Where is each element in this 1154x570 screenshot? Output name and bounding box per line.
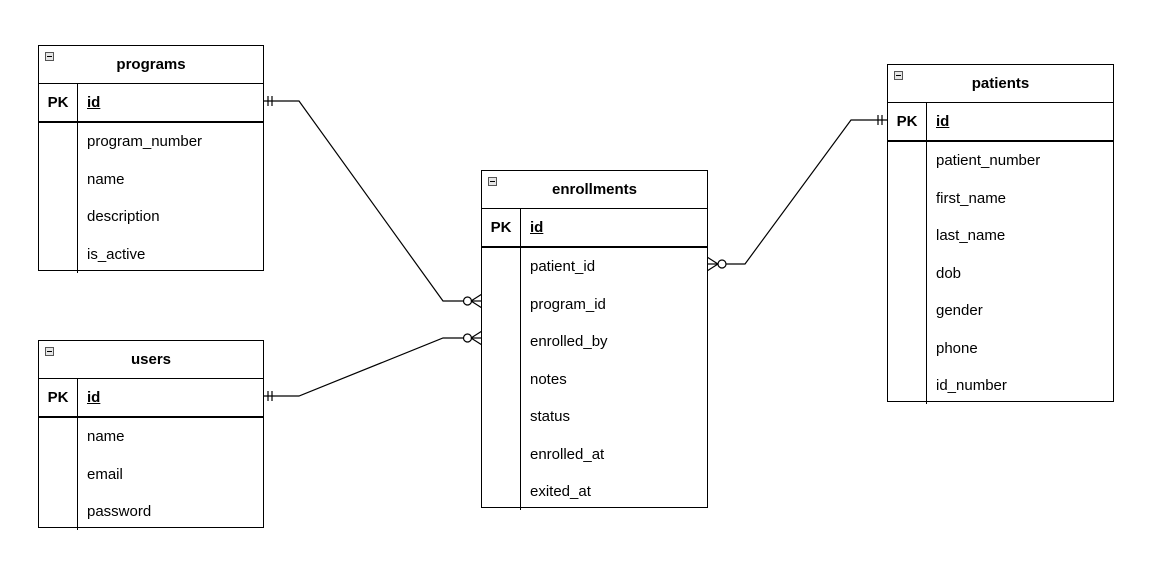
field-row: program_id [530, 295, 606, 313]
field-row: password [87, 503, 152, 520]
column-divider [77, 84, 78, 121]
field-row: name [87, 428, 125, 445]
column-divider [520, 209, 521, 246]
field-row: email [87, 465, 123, 483]
entity-users[interactable]: users PK id name email password [38, 340, 264, 530]
column-divider [77, 123, 78, 273]
field-row: notes [530, 370, 567, 388]
field-row: name [87, 170, 125, 188]
column-divider [926, 103, 927, 140]
column-divider [77, 418, 78, 530]
field-list: program_number name description is_activ… [39, 123, 263, 273]
entity-header: enrollments [482, 171, 707, 209]
pk-label: PK [490, 219, 512, 236]
entity-patients[interactable]: patients PK id patient_number first_name… [887, 64, 1114, 404]
field-list: patient_id program_id enrolled_by notes … [482, 248, 707, 510]
entity-title: programs [116, 56, 186, 73]
collapse-icon[interactable] [45, 52, 54, 61]
field-row: patient_number [936, 152, 1041, 169]
entity-programs[interactable]: programs PK id program_number name descr… [38, 45, 264, 273]
pk-row: PK id [888, 103, 1113, 142]
entity-enrollments[interactable]: enrollments PK id patient_id program_id … [481, 170, 708, 510]
pk-row: PK id [482, 209, 707, 248]
entity-title: patients [971, 75, 1030, 92]
relationship-programs-enrollments[interactable] [263, 96, 483, 309]
pk-field: id [87, 94, 101, 111]
field-row: description [87, 208, 160, 225]
field-row: last_name [936, 227, 1006, 244]
pk-row: PK id [39, 84, 263, 123]
entity-title: users [130, 351, 172, 368]
field-row: status [530, 408, 571, 425]
relationship-users-enrollments[interactable] [263, 330, 483, 401]
pk-field: id [87, 389, 101, 406]
pk-label: PK [47, 94, 69, 111]
field-row: program_number [87, 133, 203, 150]
field-row: is_active [87, 245, 146, 263]
entity-title: enrollments [551, 181, 638, 198]
collapse-icon[interactable] [894, 71, 903, 80]
field-list: patient_number first_name last_name dob … [888, 142, 1113, 404]
entity-header: users [39, 341, 263, 379]
column-divider [77, 379, 78, 416]
field-list: name email password [39, 418, 263, 530]
pk-label: PK [47, 389, 69, 406]
field-row: id_number [936, 377, 1007, 394]
entity-header: programs [39, 46, 263, 84]
field-row: enrolled_at [530, 445, 605, 463]
pk-row: PK id [39, 379, 263, 418]
column-divider [926, 142, 927, 404]
pk-label: PK [896, 113, 918, 130]
collapse-icon[interactable] [488, 177, 497, 186]
field-row: exited_at [530, 483, 591, 500]
relationship-patients-enrollments[interactable] [706, 115, 888, 272]
field-row: phone [936, 339, 978, 357]
field-row: dob [936, 264, 962, 282]
pk-field: id [936, 113, 950, 130]
column-divider [520, 248, 521, 510]
pk-field: id [530, 219, 544, 236]
field-row: gender [936, 302, 983, 319]
entity-header: patients [888, 65, 1113, 103]
collapse-icon[interactable] [45, 347, 54, 356]
field-row: enrolled_by [530, 333, 608, 350]
field-row: first_name [936, 189, 1007, 207]
field-row: patient_id [530, 258, 596, 275]
